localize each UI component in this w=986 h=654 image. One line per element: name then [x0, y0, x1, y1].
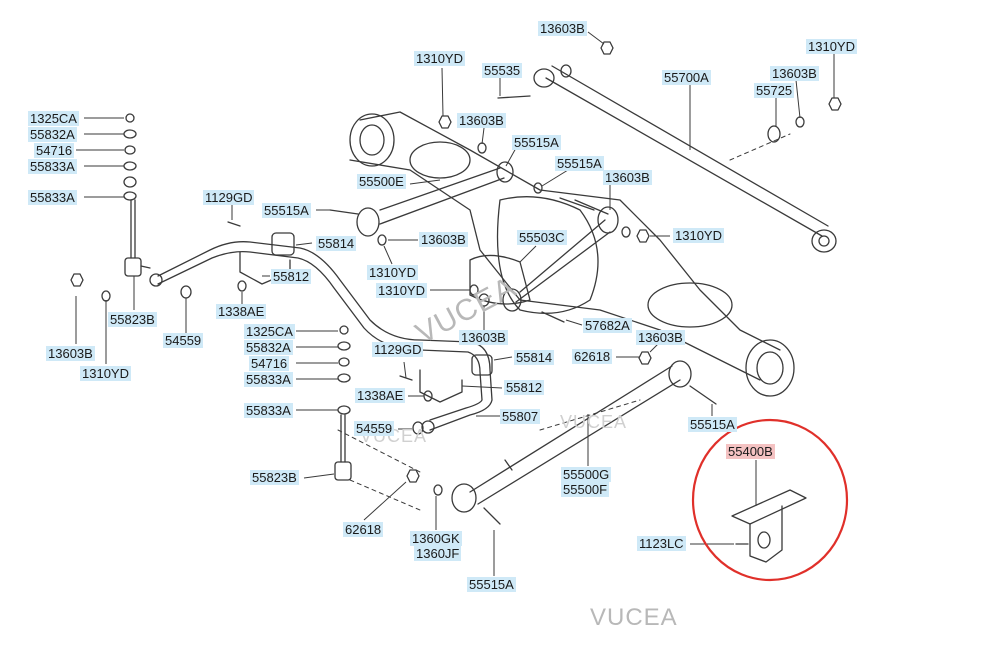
part-label: 62618 — [343, 522, 384, 537]
part-label: 13603B — [419, 232, 468, 247]
part-label: 55832A — [28, 127, 77, 142]
part-label: 55823B — [108, 312, 157, 327]
part-label: 1310YD — [367, 265, 418, 280]
part-label: 1310YD — [806, 39, 857, 54]
part-label: 54559 — [163, 333, 204, 348]
part-label: 1325CA — [28, 111, 79, 126]
part-label: 55833A — [244, 403, 293, 418]
part-label: 55823B — [250, 470, 299, 485]
part-label: 55833A — [28, 190, 77, 205]
part-label: 1360JF — [414, 546, 462, 561]
part-label: 1310YD — [673, 228, 724, 243]
part-label: 1310YD — [414, 51, 465, 66]
part-label: 54716 — [34, 143, 75, 158]
part-label: 13603B — [770, 66, 819, 81]
part-label: 55833A — [28, 159, 77, 174]
part-label: 1123LC — [637, 536, 686, 551]
part-label: 55725 — [754, 83, 795, 98]
part-label: 1325CA — [244, 324, 295, 339]
reference-lines — [337, 133, 791, 511]
part-label: 13603B — [459, 330, 508, 345]
highlight-circle — [691, 418, 849, 582]
part-label: 1310YD — [376, 283, 427, 298]
part-label: 13603B — [46, 346, 95, 361]
part-label: 55814 — [514, 350, 555, 365]
part-label: 55833A — [244, 372, 293, 387]
axle-housing — [349, 111, 795, 397]
part-label: 55814 — [316, 236, 357, 251]
part-label: 55500G — [561, 467, 612, 482]
watermark: VUCEA — [590, 604, 678, 631]
part-label: 55535 — [482, 63, 523, 78]
part-label: 55500F — [561, 482, 610, 497]
lower-control-arm — [451, 360, 692, 513]
part-label: 55503C — [517, 230, 567, 245]
part-label: 55515A — [512, 135, 561, 150]
part-label: 55500E — [357, 174, 406, 189]
part-label: 54716 — [249, 356, 290, 371]
stabilizer-links — [124, 199, 352, 481]
part-label: 55807 — [500, 409, 541, 424]
part-label: 1338AE — [355, 388, 406, 403]
part-label: 55832A — [244, 340, 293, 355]
part-label: 55515A — [688, 417, 737, 432]
part-label: 13603B — [457, 113, 506, 128]
part-label: 55515A — [467, 577, 516, 592]
part-label: 57682A — [583, 318, 632, 333]
part-label: 55515A — [555, 156, 604, 171]
rear-arm — [502, 199, 619, 312]
part-label: 54559 — [354, 421, 395, 436]
part-label-highlighted: 55400B — [726, 444, 775, 459]
lateral-arm — [356, 161, 514, 237]
part-label: 55700A — [662, 70, 711, 85]
part-label: 1360GK — [410, 531, 462, 546]
part-label: 1310YD — [80, 366, 131, 381]
part-label: 55812 — [271, 269, 312, 284]
part-label: 1338AE — [216, 304, 267, 319]
part-label: 62618 — [572, 349, 613, 364]
part-label: 55515A — [262, 203, 311, 218]
part-label: 1129GD — [372, 342, 424, 357]
bracket-55400b — [731, 489, 807, 563]
part-label: 13603B — [636, 330, 685, 345]
part-label: 1129GD — [203, 190, 255, 205]
part-label: 13603B — [603, 170, 652, 185]
watermark: VUCEA — [560, 412, 628, 432]
leader-lines — [75, 31, 835, 576]
part-label: 55812 — [504, 380, 545, 395]
part-label: 13603B — [538, 21, 587, 36]
